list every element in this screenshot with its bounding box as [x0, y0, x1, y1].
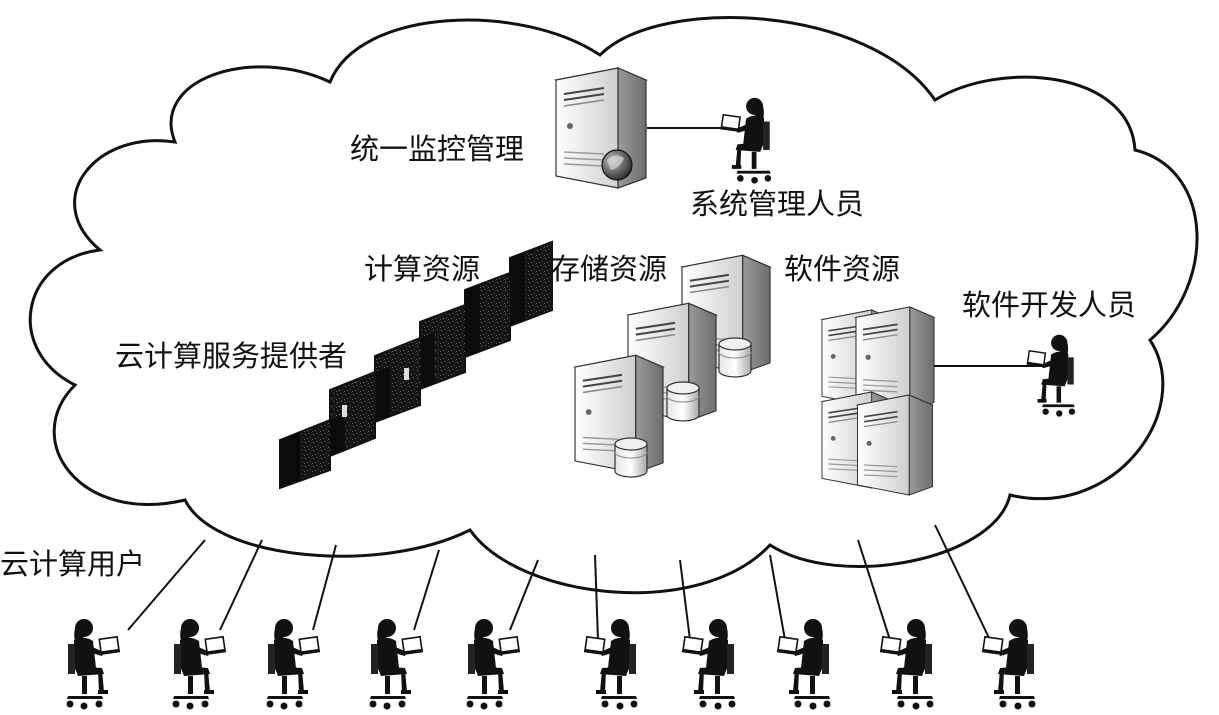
compute-label: 计算资源	[364, 252, 481, 286]
monitor-label: 统一监控管理	[350, 132, 525, 166]
person-at-laptop-icon	[465, 617, 522, 711]
person-at-laptop-icon	[65, 617, 122, 711]
person-at-laptop-icon	[265, 617, 322, 711]
compute-rack-icon	[279, 240, 553, 490]
software-label: 软件资源	[784, 252, 901, 286]
sysadmin-label: 系统管理人员	[690, 187, 865, 221]
person-at-laptop-icon	[980, 617, 1037, 711]
user-row	[65, 617, 1037, 711]
person-at-laptop-icon	[171, 617, 228, 711]
person-at-laptop-icon	[775, 617, 832, 711]
globe-icon	[601, 149, 633, 181]
users-label: 云计算用户	[0, 547, 146, 581]
developer-label: 软件开发人员	[962, 288, 1137, 322]
person-at-laptop-icon	[582, 617, 639, 711]
person-at-laptop-icon	[368, 617, 425, 711]
provider-label: 云计算服务提供者	[115, 339, 348, 373]
monitor-server-icon	[554, 66, 648, 190]
storage-label: 存储资源	[551, 252, 668, 286]
software-server-icon	[821, 306, 935, 496]
user-connector-lines	[127, 524, 991, 641]
